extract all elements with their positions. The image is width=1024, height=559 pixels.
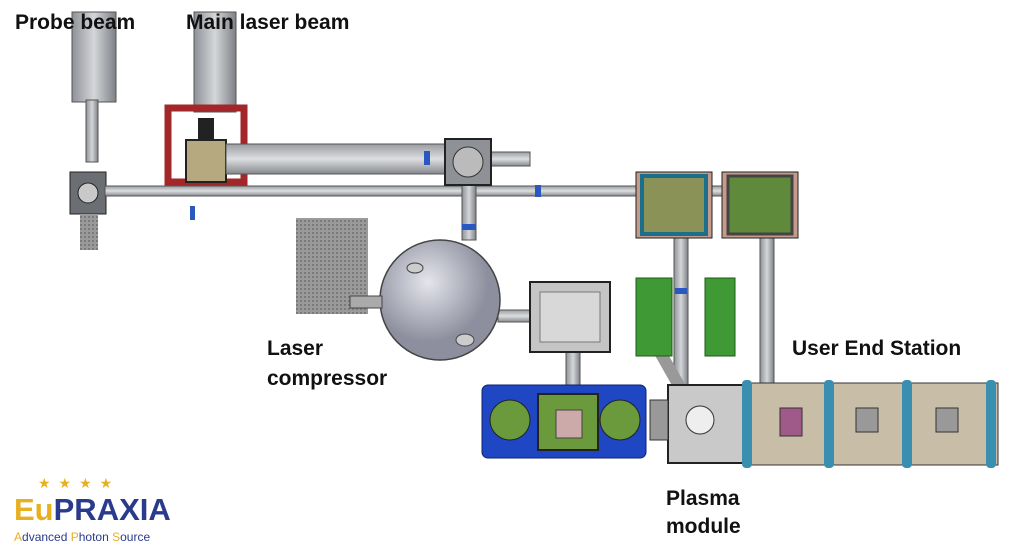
logo-eu: Eu <box>14 492 54 527</box>
diagnostic-cube <box>444 138 492 186</box>
logo-praxia: PRAXIA <box>53 492 171 527</box>
label-plasma-module-line2: module <box>666 515 741 538</box>
label-laser-compressor-line2: compressor <box>267 367 388 390</box>
label-user-end-station: User End Station <box>792 337 962 360</box>
interaction-chambers <box>635 171 799 357</box>
label-plasma-module-line1: Plasma <box>666 487 740 510</box>
label-probe-beam: Probe beam <box>15 11 136 34</box>
eupraxia-logo: ★★★★ EuPRAXIA Advanced Photon Source <box>14 475 171 544</box>
probe-beam-tube <box>69 11 117 250</box>
label-laser-compressor-line1: Laser <box>267 337 324 360</box>
user-end-station <box>742 380 999 468</box>
main-laser-tube <box>164 11 248 186</box>
label-main-laser-beam: Main laser beam <box>186 11 350 34</box>
blue-base-platform <box>481 384 647 459</box>
laser-compressor <box>296 218 611 361</box>
logo-stars-icon: ★★★★ <box>38 475 121 491</box>
plasma-module <box>649 384 747 464</box>
logo-subtitle: Advanced Photon Source <box>14 530 151 544</box>
